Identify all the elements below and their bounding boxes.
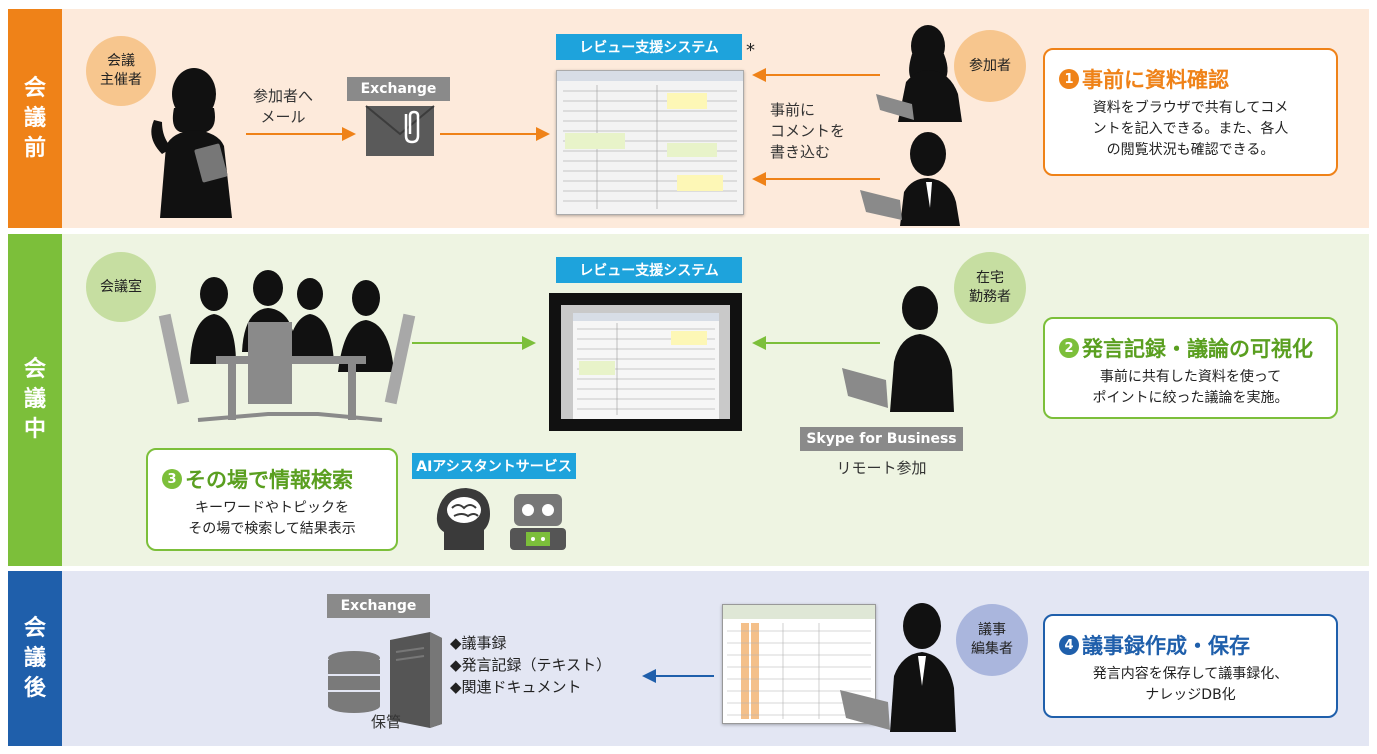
stage-tab-after: 会議後	[8, 571, 62, 746]
meeting-room-people-icon	[158, 270, 416, 422]
storage-label: 保管	[370, 713, 401, 731]
callout-title-4: 議事録作成・保存	[1082, 634, 1250, 658]
participant-woman-laptop-icon	[876, 25, 962, 122]
minutes-editor-laptop-icon	[840, 603, 956, 732]
stored-items-list: ◆議事録 ◆発言記録（テキスト） ◆関連ドキュメント	[450, 632, 611, 698]
number-1-icon: 1	[1059, 69, 1079, 89]
arrow-participant2-to-system	[752, 172, 880, 186]
arrow-room-to-screen	[412, 336, 536, 350]
callout-desc-4: 発言内容を保存して議事録化、 ナレッジDB化	[1092, 666, 1289, 703]
comment-label: 事前に コメントを 書き込む	[770, 101, 846, 161]
brain-head-icon	[436, 488, 490, 550]
arrow-exchange-to-system	[440, 127, 550, 141]
number-4-icon: 4	[1059, 635, 1079, 655]
organizer-person-icon	[151, 68, 232, 218]
mail-envelope-icon	[365, 105, 435, 156]
arrow-organizer-to-exchange	[246, 127, 356, 141]
callout-desc-2: 事前に共有した資料を使って ポイントに絞った議論を実施。	[1092, 369, 1289, 406]
shared-screen-monitor	[549, 293, 742, 431]
callout-title-1: 事前に資料確認	[1082, 68, 1229, 92]
arrow-editor-to-storage	[642, 669, 714, 683]
remote-worker-laptop-icon	[842, 286, 954, 412]
arrow-remote-to-screen	[752, 336, 880, 350]
exchange-tag-before: Exchange	[347, 77, 450, 101]
stage-tab-during: 会議中	[8, 234, 62, 566]
stored-item-minutes: ◆議事録	[450, 634, 507, 652]
minutes-editor-bubble: 議事 編集者	[956, 604, 1028, 676]
review-system-tag-before: レビュー支援システム	[556, 34, 742, 60]
stored-item-transcript: ◆発言記録（テキスト）	[450, 656, 612, 674]
server-icon	[390, 632, 442, 728]
asterisk-note: *	[746, 40, 755, 61]
number-2-icon: 2	[1059, 338, 1079, 358]
database-icon	[328, 651, 380, 713]
skype-tag: Skype for Business	[800, 427, 963, 451]
stored-item-documents: ◆関連ドキュメント	[450, 678, 582, 696]
organizer-bubble: 会議 主催者	[86, 36, 156, 106]
review-document-screenshot	[556, 70, 744, 215]
callout-desc-3: キーワードやトピックを その場で検索して結果表示	[188, 500, 356, 537]
callout-title-2: 発言記録・議論の可視化	[1082, 337, 1313, 361]
participant-bubble: 参加者	[954, 30, 1026, 102]
review-system-tag-during: レビュー支援システム	[556, 257, 742, 283]
callout-desc-1: 資料をブラウザで共有してコメ ントを記入できる。また、各人 の閲覧状況も確認でき…	[1092, 100, 1289, 158]
stage-tab-before: 会議前	[8, 9, 62, 228]
callout-title-3: その場で情報検索	[185, 468, 353, 492]
exchange-tag-after: Exchange	[327, 594, 430, 618]
number-3-icon: 3	[162, 469, 182, 489]
robot-icon	[510, 494, 566, 550]
remote-worker-bubble: 在宅 勤務者	[954, 252, 1026, 324]
arrow-participant1-to-system	[752, 68, 880, 82]
remote-join-label: リモート参加	[836, 459, 927, 477]
meeting-room-bubble: 会議室	[86, 252, 156, 322]
mail-label: 参加者へ メール	[252, 87, 313, 126]
participant-man-laptop-icon	[860, 132, 960, 226]
ai-assistant-tag: AIアシスタントサービス	[412, 453, 576, 479]
